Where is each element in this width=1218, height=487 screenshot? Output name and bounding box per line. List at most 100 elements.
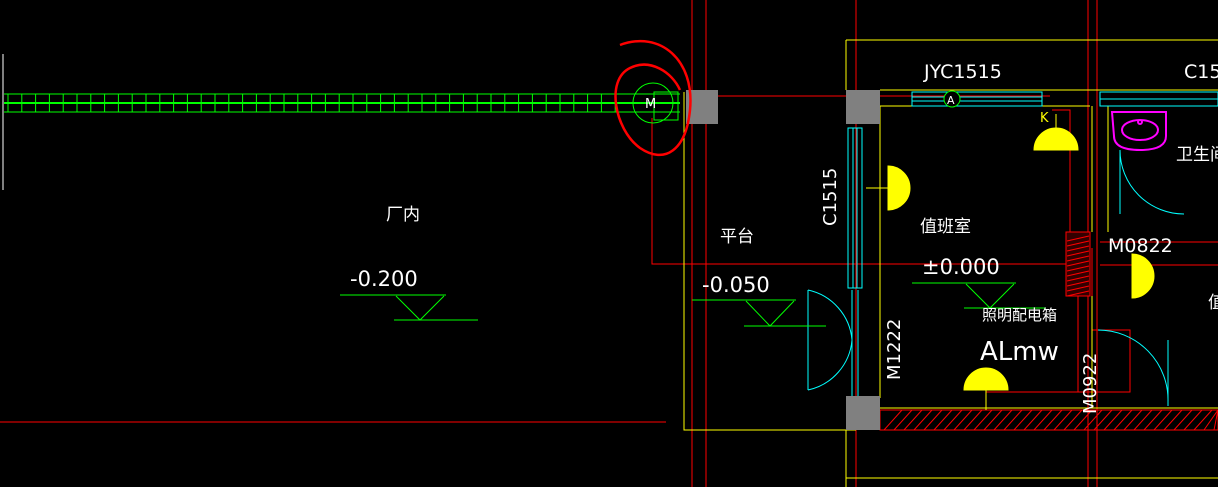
cable-tray [4, 82, 680, 124]
slab-hatch-line [1053, 409, 1073, 431]
pipe-node-box [653, 91, 679, 121]
lamp-left-icon [887, 165, 911, 211]
box-hatch-line [1066, 280, 1090, 287]
door-m0922-swing [1097, 329, 1169, 403]
label-elev-platform: -0.050 [702, 273, 770, 297]
box-hatch-line [1066, 270, 1090, 277]
label-elev-duty: ±0.000 [922, 255, 1000, 279]
slab-hatch-line [1063, 409, 1083, 431]
box-hatch-line [1066, 245, 1090, 252]
elev-platform-triangle [745, 300, 795, 327]
columns [686, 90, 880, 430]
label-window-left: C1515 [820, 168, 841, 226]
slab-hatch-line [953, 409, 973, 431]
column-3 [846, 396, 880, 430]
lamp-right-icon [1131, 253, 1155, 299]
slab-hatch-line [1093, 409, 1113, 431]
box-hatch-line [1066, 265, 1090, 272]
slab-hatch-line [913, 409, 933, 431]
window-marker-circle [943, 90, 961, 108]
slab-hatch-line [1163, 409, 1183, 431]
door-restroom-swing [1119, 149, 1185, 215]
slab-hatch-line [903, 409, 923, 431]
box-hatch-line [1066, 290, 1090, 297]
box-hatch-line [1066, 255, 1090, 262]
lamps [887, 114, 1155, 410]
slab-hatch-line [1113, 409, 1133, 431]
distribution-box [1065, 231, 1091, 297]
box-hatch-line [1066, 240, 1090, 247]
windows-doors [807, 91, 1218, 406]
pipe-node-circle [632, 82, 674, 124]
slab-hatch-line [943, 409, 963, 431]
label-partial-right: 值 [1208, 293, 1218, 313]
slab-hatch-line [1183, 409, 1203, 431]
box-hatch-line [1066, 285, 1090, 292]
pipe-node-label: M [645, 97, 656, 112]
slab-hatch-line [1193, 409, 1213, 431]
slab-hatch-line [1143, 409, 1163, 431]
slab-hatch-line [1003, 409, 1023, 431]
door-m1222-swing [807, 289, 853, 341]
slab-hatch-line [1013, 409, 1033, 431]
slab-hatch-line [1073, 409, 1093, 431]
slab-hatch-line [1133, 409, 1153, 431]
label-lighting-box-code: ALmw [980, 337, 1059, 367]
slab-hatch-line [983, 409, 1003, 431]
slab-hatch-line [1023, 409, 1043, 431]
slab-hatch [879, 409, 1218, 431]
label-platform: 平台 [720, 227, 754, 247]
label-door-m0922: M0922 [1080, 353, 1101, 414]
slab-hatch-lines [883, 409, 1218, 431]
lamp-tag: K [1040, 111, 1049, 126]
window-left-frame [847, 127, 863, 289]
box-hatch-line [1066, 250, 1090, 257]
door-m1222-swing-2 [807, 339, 853, 391]
slab-hatch-line [1033, 409, 1053, 431]
label-door-m0822: M0822 [1108, 235, 1173, 257]
slab-hatch-line [933, 409, 953, 431]
slab-hatch-line [1213, 409, 1218, 431]
label-window-top: JYC1515 [923, 61, 1002, 83]
label-elev-factory: -0.200 [350, 267, 418, 291]
elev-duty-triangle [965, 283, 1015, 309]
slab-hatch-line [923, 409, 943, 431]
tray-ticks [7, 94, 616, 112]
label-factory-interior: 厂内 [386, 205, 420, 225]
label-window-top-right: C15 [1184, 61, 1218, 83]
labels: 厂内 -0.200 平台 -0.050 JYC1515 C15 C1515 值班… [350, 61, 1218, 414]
lamp-top-icon [1033, 127, 1079, 151]
box-hatch-line [1066, 275, 1090, 282]
sink-icon [1110, 111, 1167, 152]
label-lighting-box: 照明配电箱 [982, 306, 1057, 324]
slab-hatch-line [963, 409, 983, 431]
slab-hatch-line [1103, 409, 1123, 431]
column-2 [846, 90, 880, 124]
sink-drain [1137, 119, 1143, 125]
annotation-circle[interactable] [614, 39, 692, 157]
slab-hatch-line [973, 409, 993, 431]
slab-hatch-line [1173, 409, 1193, 431]
label-restroom: 卫生间 [1176, 145, 1218, 165]
slab-hatch-line [993, 409, 1013, 431]
slab-hatch-line [883, 409, 903, 431]
box-hatch-line [1066, 260, 1090, 267]
elev-factory-triangle [395, 295, 445, 321]
slab-hatch-line [1203, 409, 1218, 431]
circuit-line-1 [651, 118, 1070, 265]
label-door-m1222: M1222 [884, 319, 905, 380]
slab-hatch-line [1153, 409, 1173, 431]
slab-hatch-line [1043, 409, 1063, 431]
sink-bowl [1110, 111, 1167, 152]
window-marker-label: A [947, 94, 955, 107]
slab-hatch-line [1083, 409, 1103, 431]
wall-platform-outline [683, 92, 856, 431]
circuit-line-3 [1052, 109, 1071, 264]
elevation-marks [340, 282, 1046, 327]
box-hatch-line [1066, 235, 1090, 242]
window-top-frame [911, 91, 1043, 107]
slab-hatch-line [1123, 409, 1143, 431]
lamp-bottom-icon [963, 367, 1009, 391]
